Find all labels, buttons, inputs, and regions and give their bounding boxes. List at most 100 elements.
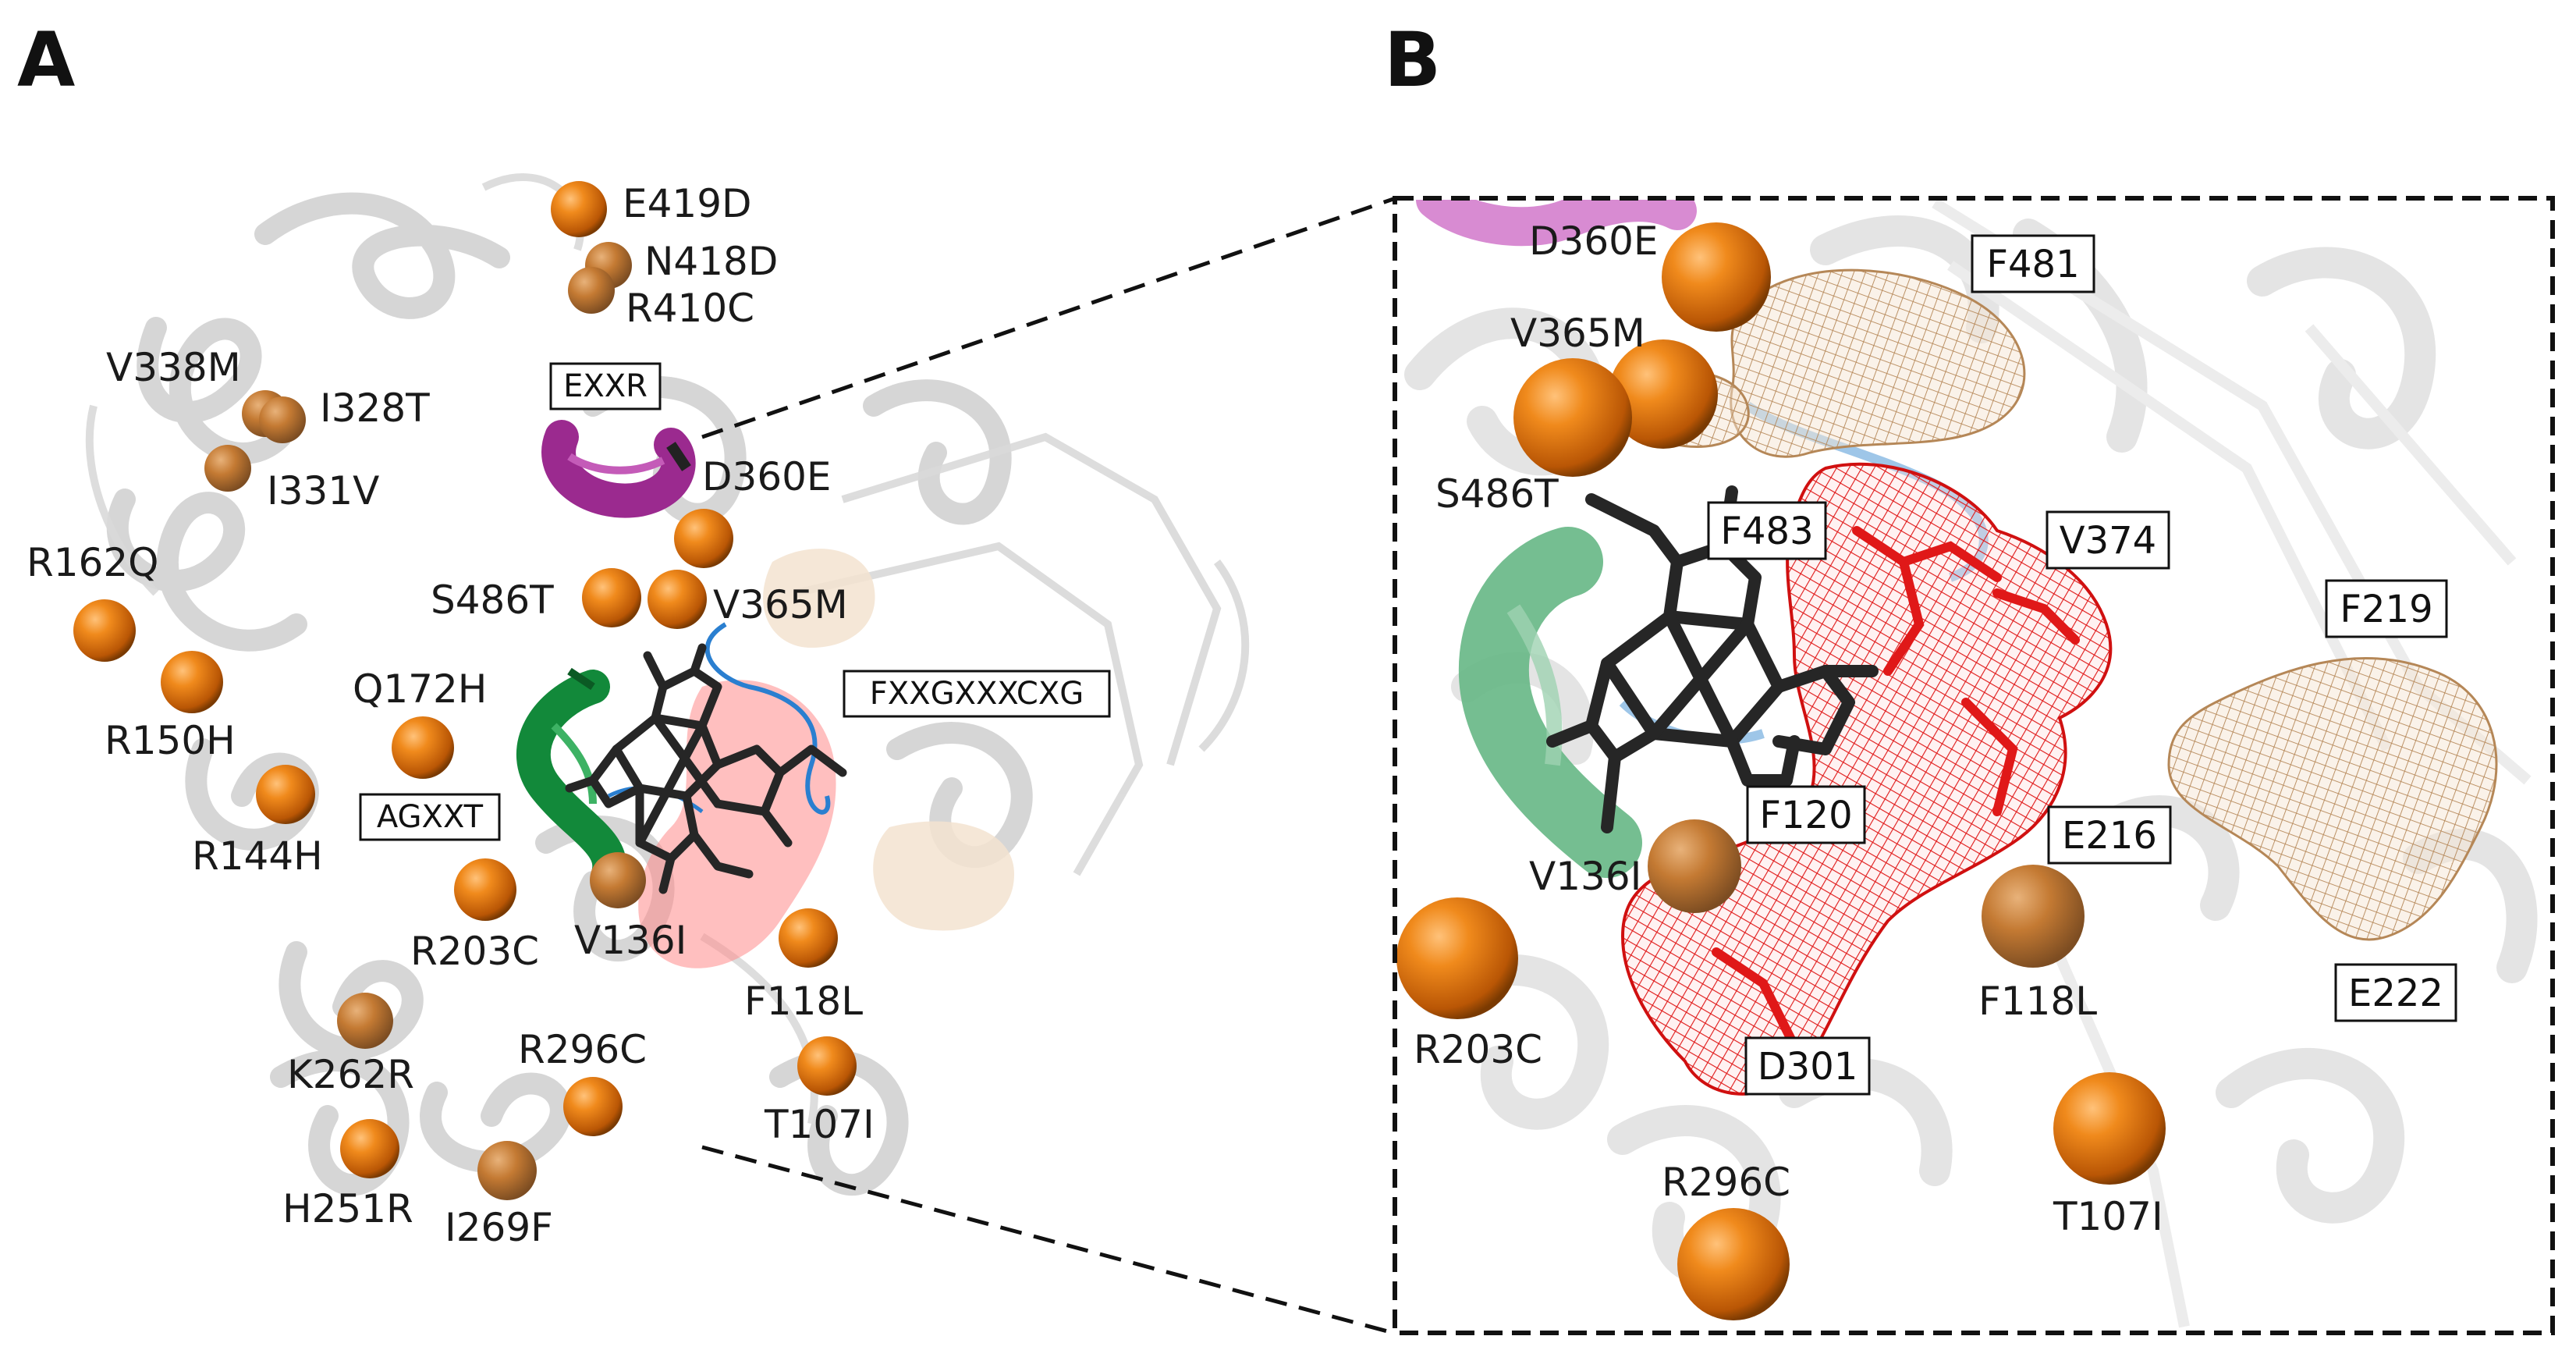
sphere-r203c-b (1396, 897, 1518, 1019)
label-t107i-b: T107I (2053, 1194, 2163, 1239)
sphere-i331v (204, 445, 251, 492)
mutation-labels-b: D360E V365M S486T V136I R203C F118L R296… (1414, 219, 2163, 1239)
label-r203c-b: R203C (1414, 1027, 1542, 1072)
label-k262r: K262R (287, 1052, 414, 1097)
motif-exxr-label: EXXR (563, 368, 648, 404)
agxxt-helix (516, 667, 627, 891)
sphere-f118l-a (779, 908, 838, 968)
residue-e216-label: E216 (2062, 814, 2157, 858)
motif-fxxg-label: FXXGXXXCXG (870, 676, 1084, 712)
label-r150h: R150H (105, 718, 236, 763)
label-v136i-a: V136I (574, 918, 687, 963)
residue-f219-label: F219 (2340, 588, 2432, 631)
label-v365m-b: V365M (1510, 311, 1645, 356)
panel-b-letter: B (1384, 16, 1441, 104)
protein-cartoon-a (106, 192, 1033, 1196)
residue-e222-label: E222 (2348, 972, 2443, 1015)
sphere-r203c-a (454, 858, 516, 921)
motif-box-exxr: EXXR (549, 362, 662, 410)
protein-strands-b (1932, 200, 2532, 1328)
label-f118l-a: F118L (744, 979, 863, 1024)
label-r144h: R144H (192, 833, 323, 879)
red-sticks (1712, 526, 2080, 1050)
tan-surface-lower-a (873, 821, 1014, 931)
residue-box-e222: E222 (2334, 963, 2457, 1022)
residue-f120-label: F120 (1759, 794, 1852, 837)
label-v365m-a: V365M (713, 582, 848, 627)
residue-v374-label: V374 (2060, 519, 2156, 563)
label-h251r: H251R (282, 1186, 413, 1231)
label-r296c-b: R296C (1662, 1160, 1790, 1205)
tan-surface-upper-a (763, 549, 875, 648)
label-f118l-b: F118L (1978, 979, 2097, 1024)
label-v338m: V338M (106, 345, 241, 390)
label-r296c-a: R296C (518, 1027, 647, 1072)
label-d360e-b: D360E (1529, 219, 1659, 264)
residue-box-v374: V374 (2046, 510, 2170, 570)
label-v136i-b: V136I (1529, 854, 1641, 899)
label-t107i-a: T107I (764, 1102, 875, 1147)
sphere-e419d (551, 181, 607, 237)
sphere-i269f (477, 1141, 537, 1200)
label-d360e-a: D360E (702, 454, 832, 499)
residue-box-f219: F219 (2325, 579, 2448, 638)
residue-d301-label: D301 (1758, 1045, 1858, 1089)
exxr-helix-b (1416, 200, 1697, 247)
panel-b: B (1384, 16, 2555, 1335)
zoom-frame (1393, 196, 2555, 1335)
zoom-connectors (701, 197, 1394, 1335)
label-i269f: I269F (445, 1205, 553, 1250)
mutation-spheres-b (1396, 222, 2166, 1320)
exxr-helix (541, 420, 696, 518)
label-e419d: E419D (623, 181, 752, 226)
motif-box-agxxt: AGXXT (359, 793, 501, 841)
sphere-v365m-a (648, 570, 707, 629)
residue-box-e216: E216 (2047, 805, 2172, 865)
sphere-k262r (337, 993, 393, 1049)
sphere-f118l-b (1982, 865, 2085, 968)
sphere-v136i-a (590, 852, 646, 908)
tan-mesh-f219-e222 (2167, 656, 2498, 941)
sphere-r162q (73, 599, 136, 662)
sphere-r150h (161, 651, 223, 713)
panel-a-letter: A (17, 16, 75, 104)
label-r410c: R410C (626, 286, 754, 331)
residue-f483-label: F483 (1720, 510, 1813, 553)
sphere-r296c-a (563, 1077, 623, 1136)
panel-b-content: D360E V365M S486T V136I R203C F118L R296… (1396, 200, 2551, 1331)
sphere-v365m-b (1609, 339, 1718, 449)
sphere-d360e-a (674, 509, 733, 568)
label-q172h: Q172H (353, 666, 487, 712)
fxxg-loop-a (704, 622, 831, 815)
mutation-spheres-a (73, 181, 857, 1200)
sphere-q172h (392, 716, 454, 779)
motif-agxxt-label: AGXXT (377, 799, 484, 835)
label-r162q: R162Q (27, 540, 159, 585)
sphere-r296c-b (1677, 1208, 1790, 1320)
residue-box-f483: F483 (1707, 501, 1827, 560)
residue-box-d301: D301 (1744, 1036, 1871, 1096)
sphere-r410c (568, 267, 615, 314)
label-i328t: I328T (320, 386, 430, 431)
sphere-t107i-b (2053, 1072, 2166, 1185)
panel-a: A (17, 16, 1250, 1250)
label-i331v: I331V (267, 468, 379, 513)
sphere-h251r (340, 1119, 399, 1178)
sphere-t107i-a (797, 1036, 857, 1096)
label-n418d: N418D (644, 239, 778, 284)
residue-box-f481: F481 (1971, 234, 2095, 293)
residue-box-f120: F120 (1746, 785, 1866, 844)
motif-box-fxxg: FXXGXXXCXG (843, 670, 1111, 718)
label-r203c-a: R203C (410, 929, 539, 974)
sphere-s486t-b (1513, 358, 1632, 477)
sphere-d360e-b (1662, 222, 1771, 332)
residue-f481-label: F481 (1986, 243, 2079, 286)
sphere-r144h (256, 765, 315, 824)
label-s486t-a: S486T (431, 577, 554, 623)
heme-ligand-a (565, 643, 847, 894)
sphere-v136i-b (1648, 819, 1741, 913)
sphere-i328t (259, 396, 306, 443)
sphere-s486t-a (582, 568, 641, 627)
label-s486t-b: S486T (1435, 471, 1559, 517)
